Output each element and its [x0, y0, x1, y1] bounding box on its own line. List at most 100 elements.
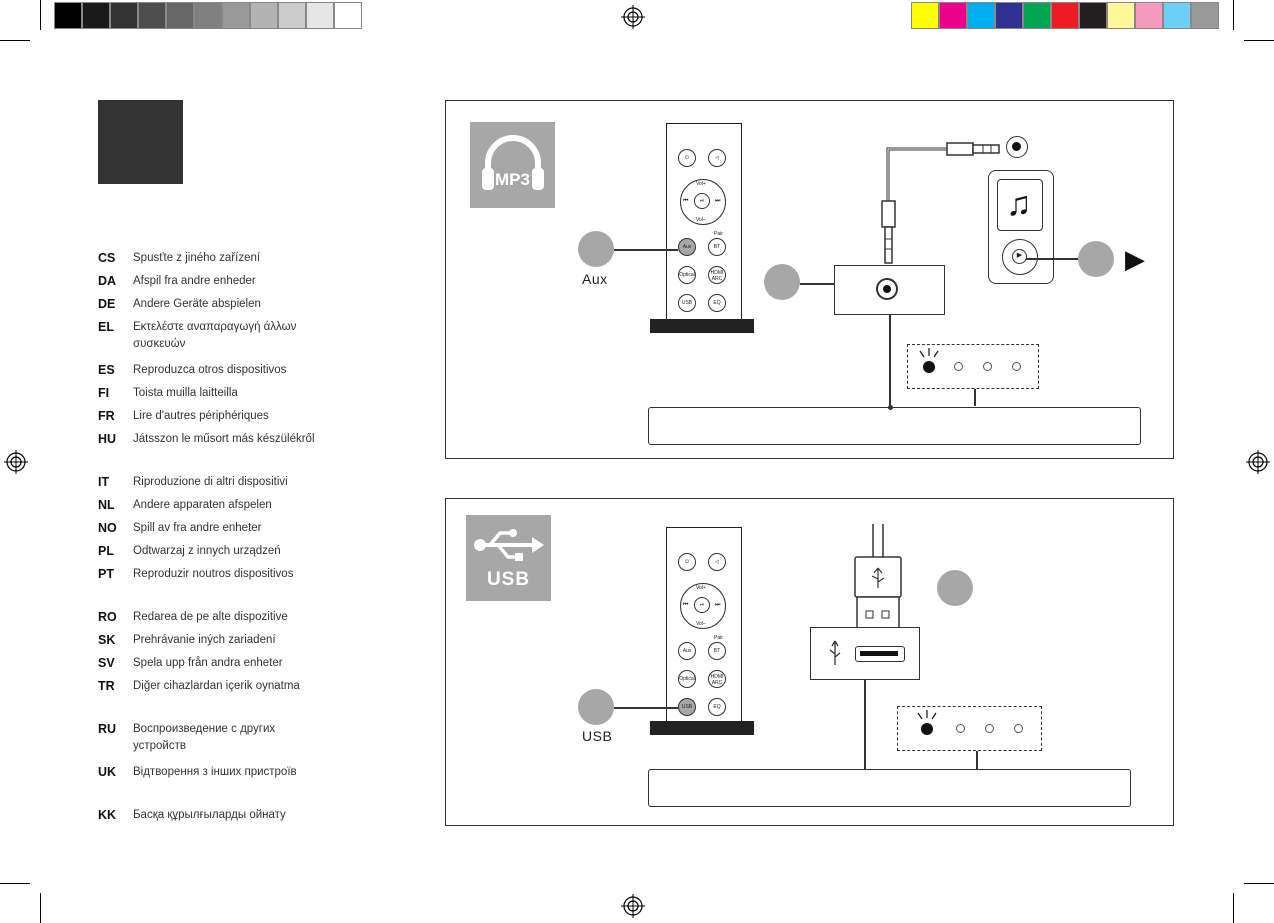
aux-source-label: Aux — [582, 271, 608, 287]
power-button[interactable]: ⏻ — [678, 149, 696, 167]
language-text: Andere apparaten afspelen — [133, 499, 272, 511]
next-icon: ⏭ — [715, 198, 721, 204]
connector-line — [864, 680, 866, 769]
language-text: Odtwarzaj z innych urządzeń — [133, 545, 281, 557]
aux-button[interactable]: Aux — [678, 238, 696, 256]
process-color-swatch — [1191, 2, 1219, 29]
language-text: Riproduzione di altri dispositivi — [133, 476, 288, 488]
led-indicator-group — [897, 706, 1042, 751]
language-text: Lire d'autres périphériques — [133, 410, 269, 422]
process-color-swatch — [911, 2, 939, 29]
led — [1014, 724, 1023, 733]
vol-up-label: Vol+ — [696, 181, 706, 187]
grayscale-swatch — [306, 2, 334, 29]
usb-symbol-icon — [829, 640, 841, 665]
player-screen: ♫ — [997, 179, 1043, 231]
eq-button[interactable]: EQ — [708, 698, 726, 716]
language-code: NL — [98, 498, 115, 512]
optical-button[interactable]: Optical — [678, 266, 696, 284]
registration-mark-icon — [621, 5, 645, 29]
language-text: Játsszon le műsort más készülékről — [133, 433, 315, 445]
led-glow-icon — [917, 710, 937, 720]
led — [956, 724, 965, 733]
hdmi-arc-button[interactable]: HDMI ARC — [708, 266, 726, 284]
language-text: Εκτελέστε αναπαραγωγή άλλων συσκευών — [133, 321, 297, 350]
play-arrow-icon: ▶ — [1125, 244, 1145, 274]
bt-button[interactable]: BT — [708, 642, 726, 660]
language-text: Diğer cihazlardan içerik oynatma — [133, 680, 300, 692]
usb-badge: USB — [466, 515, 551, 601]
language-code: DA — [98, 274, 117, 288]
aux-input-port — [834, 265, 945, 315]
usb-button[interactable]: USB — [678, 698, 696, 716]
step-2-badge — [937, 570, 973, 606]
remote-bottom-bar — [650, 319, 754, 333]
hdmi-arc-button[interactable]: HDMI ARC — [708, 670, 726, 688]
language-code: FI — [98, 386, 110, 400]
language-text: Toista muilla laitteilla — [133, 387, 238, 399]
soundbar — [648, 769, 1131, 807]
usb-source-label: USB — [582, 728, 613, 744]
language-item: NL Andere apparaten afspelen — [98, 497, 328, 537]
language-code: DE — [98, 297, 116, 311]
callout-line — [614, 249, 678, 251]
language-code: RU — [98, 722, 117, 736]
process-color-swatch — [967, 2, 995, 29]
headphones-icon — [482, 135, 544, 190]
usb-input-port — [810, 627, 920, 680]
remote-control: ⏻ ◁ Vol+ Vol− ⏮ ⏭ ⏯ Pair Aux BT Optical … — [666, 527, 742, 721]
led-active — [923, 361, 935, 373]
play-pause-button[interactable]: ⏯ — [694, 597, 710, 613]
language-text: Prehrávanie iných zariadení — [133, 634, 276, 646]
headphone-jack-icon — [1006, 136, 1028, 158]
usb-connection-panel: USB ⏻ ◁ Vol+ Vol− ⏮ ⏭ ⏯ Pair Aux BT Opti… — [445, 498, 1174, 826]
bt-button[interactable]: BT — [708, 238, 726, 256]
language-code: TR — [98, 679, 115, 693]
language-code: KK — [98, 808, 117, 822]
language-text: Відтворення з інших пристроїв — [133, 766, 297, 778]
language-code: FR — [98, 409, 115, 423]
language-item: FI Toista muilla laitteilla — [98, 385, 328, 425]
registration-mark-icon — [621, 894, 645, 918]
player-play-button[interactable]: ▶ — [1012, 249, 1027, 264]
language-text: Andere Geräte abspielen — [133, 298, 261, 310]
language-item: DE Andere Geräte abspielen — [98, 296, 328, 336]
remote-bottom-bar — [650, 721, 754, 735]
aux-button[interactable]: Aux — [678, 642, 696, 660]
crop-mark — [1233, 0, 1234, 30]
usb-button[interactable]: USB — [678, 294, 696, 312]
step-1-badge — [578, 231, 614, 267]
usb-flash-drive — [854, 524, 902, 636]
mute-button[interactable]: ◁ — [708, 149, 726, 167]
play-pause-button[interactable]: ⏯ — [694, 193, 710, 209]
language-code: EL — [98, 320, 114, 334]
mp3-badge: MP3 — [470, 122, 555, 208]
aux-connection-panel: MP3 ⏻ ◁ Vol+ Vol− ⏮ ⏭ ⏯ Pair Aux BT Opti… — [445, 100, 1174, 459]
grayscale-swatch — [138, 2, 166, 29]
process-color-swatch — [1135, 2, 1163, 29]
language-text: Reproduzca otros dispositivos — [133, 364, 287, 376]
eq-button[interactable]: EQ — [708, 294, 726, 312]
usb-icon — [474, 529, 544, 561]
power-button[interactable]: ⏻ — [678, 553, 696, 571]
vol-down-label: Vol− — [696, 621, 706, 627]
dpad — [680, 583, 726, 629]
led — [1012, 362, 1021, 371]
step-3-badge — [1078, 241, 1114, 277]
process-color-swatch — [995, 2, 1023, 29]
crop-mark — [1244, 883, 1274, 884]
mute-button[interactable]: ◁ — [708, 553, 726, 571]
crop-mark — [40, 0, 41, 30]
remote-control: ⏻ ◁ Vol+ Vol− ⏮ ⏭ ⏯ Pair Aux BT Optical … — [666, 123, 742, 320]
grayscale-swatch — [54, 2, 82, 29]
language-code: CS — [98, 251, 116, 265]
grayscale-swatch — [110, 2, 138, 29]
player-wheel: ▶ — [1002, 239, 1038, 275]
optical-button[interactable]: Optical — [678, 670, 696, 688]
